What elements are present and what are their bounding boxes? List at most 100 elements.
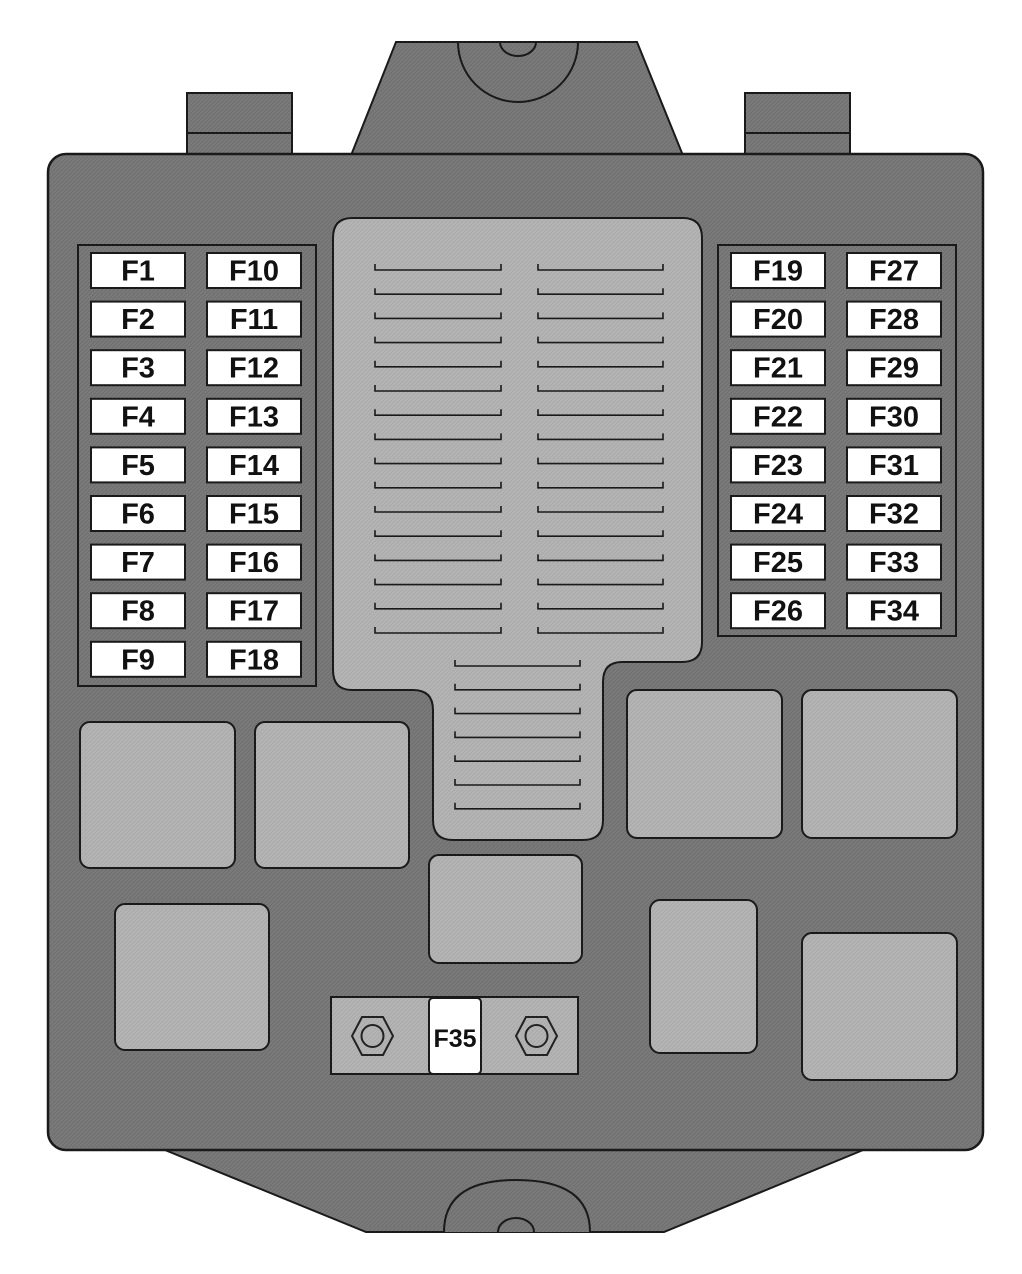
fuse-f35-label: F35 — [433, 1025, 476, 1053]
panel-rib — [454, 683, 581, 691]
fuse-f3-label: F3 — [121, 353, 155, 385]
right-fuse-group: F19F20F21F22F23F24F25F26F27F28F29F30F31F… — [730, 252, 942, 630]
panel-rib — [374, 360, 502, 368]
fuse-f9[interactable] — [90, 640, 186, 678]
fuse-f19[interactable] — [730, 252, 826, 289]
fuse-f25[interactable] — [730, 543, 826, 581]
panel-rib — [374, 554, 502, 562]
fuse-f33[interactable] — [846, 543, 942, 581]
fuse-f31[interactable] — [846, 446, 942, 484]
fuse-f35[interactable] — [428, 997, 482, 1075]
fuse-f10[interactable] — [206, 252, 302, 289]
relay-1 — [79, 721, 236, 869]
panel-rib — [537, 554, 664, 562]
panel-rib — [374, 433, 502, 441]
fuse-f27[interactable] — [846, 252, 942, 289]
right-hex-nut-icon — [514, 1016, 559, 1056]
panel-rib — [374, 288, 502, 295]
panel-rib — [374, 312, 502, 320]
fuse-f16[interactable] — [206, 543, 302, 581]
panel-rib — [374, 481, 502, 489]
fuse-f5[interactable] — [90, 446, 186, 484]
panel-rib — [537, 264, 664, 271]
fuse-f14[interactable] — [206, 446, 302, 484]
fuse-f20[interactable] — [730, 300, 826, 338]
fuse-f13[interactable] — [206, 397, 302, 435]
relay-2 — [254, 721, 410, 869]
fuse-f34[interactable] — [846, 592, 942, 630]
panel-rib — [454, 802, 581, 810]
fuse-f11-label: F11 — [230, 304, 278, 336]
left-fuse-group: F1F2F3F4F5F6F7F8F9F10F11F12F13F14F15F16F… — [90, 252, 302, 678]
bottom-mounting-tab — [159, 1147, 869, 1233]
fuse-f22-label: F22 — [753, 401, 803, 433]
panel-rib — [537, 433, 664, 441]
fuse-f6[interactable] — [90, 495, 186, 532]
panel-rib — [537, 336, 664, 344]
fuse-f1[interactable] — [90, 252, 186, 289]
fuse-f12[interactable] — [206, 349, 302, 387]
fuse-f21-label: F21 — [753, 353, 803, 385]
relay-5 — [428, 854, 583, 964]
fuse-f9-label: F9 — [121, 644, 155, 676]
panel-rib — [537, 288, 664, 295]
fuse-f27-label: F27 — [869, 256, 919, 288]
fuse-f4[interactable] — [90, 397, 186, 435]
fuse-f17-label: F17 — [229, 596, 279, 628]
fuse-f20-label: F20 — [753, 304, 803, 336]
panel-rib — [454, 707, 581, 715]
fuse-f17[interactable] — [206, 592, 302, 630]
panel-rib — [374, 385, 502, 392]
panel-rib — [537, 578, 664, 586]
fuse-f32[interactable] — [846, 495, 942, 532]
fuse-f26[interactable] — [730, 592, 826, 630]
relay-3 — [626, 689, 783, 839]
fuse-f29[interactable] — [846, 349, 942, 387]
fuse-f8[interactable] — [90, 592, 186, 630]
panel-rib — [537, 360, 664, 368]
fuse-f21[interactable] — [730, 349, 826, 387]
fuse-f32-label: F32 — [869, 499, 919, 531]
fuse-f8-label: F8 — [121, 596, 155, 628]
central-ribbed-panel — [332, 217, 703, 841]
fuse-f23[interactable] — [730, 446, 826, 484]
fuse-f11[interactable] — [206, 300, 302, 338]
fuse-f28[interactable] — [846, 300, 942, 338]
fuse-f31-label: F31 — [869, 450, 919, 482]
fuse-f2[interactable] — [90, 300, 186, 338]
fuse-f3[interactable] — [90, 349, 186, 387]
fuse-f7-label: F7 — [121, 547, 155, 579]
fuse-f1-label: F1 — [121, 256, 155, 288]
fuse-f5-label: F5 — [121, 450, 155, 482]
panel-rib — [537, 627, 664, 634]
panel-rib — [537, 457, 664, 465]
fuse-f22[interactable] — [730, 397, 826, 435]
fuse-f16-label: F16 — [229, 547, 279, 579]
relay-6 — [114, 903, 270, 1051]
fuse-f14-label: F14 — [229, 450, 279, 482]
fuse-f2-label: F2 — [121, 304, 155, 336]
fuse-f23-label: F23 — [753, 450, 803, 482]
fuse-f18[interactable] — [206, 640, 302, 678]
fuse-f7[interactable] — [90, 543, 186, 581]
panel-rib — [374, 264, 502, 271]
fuse-f30-label: F30 — [869, 401, 919, 433]
fuse-f24[interactable] — [730, 495, 826, 532]
panel-rib — [537, 602, 664, 610]
fuse-f15[interactable] — [206, 495, 302, 532]
panel-rib — [374, 506, 502, 513]
fuse-f6-label: F6 — [121, 499, 155, 531]
panel-rib — [537, 506, 664, 513]
fuse-f24-label: F24 — [753, 499, 803, 531]
panel-rib — [537, 385, 664, 392]
relay-group — [79, 689, 958, 1081]
fuse-f15-label: F15 — [229, 499, 279, 531]
relay-7 — [649, 899, 758, 1054]
panel-rib — [374, 336, 502, 344]
fuse-f30[interactable] — [846, 397, 942, 435]
fuse-f18-label: F18 — [229, 644, 279, 676]
panel-rib — [454, 731, 581, 739]
left-top-clip — [186, 92, 293, 160]
panel-rib — [374, 409, 502, 416]
